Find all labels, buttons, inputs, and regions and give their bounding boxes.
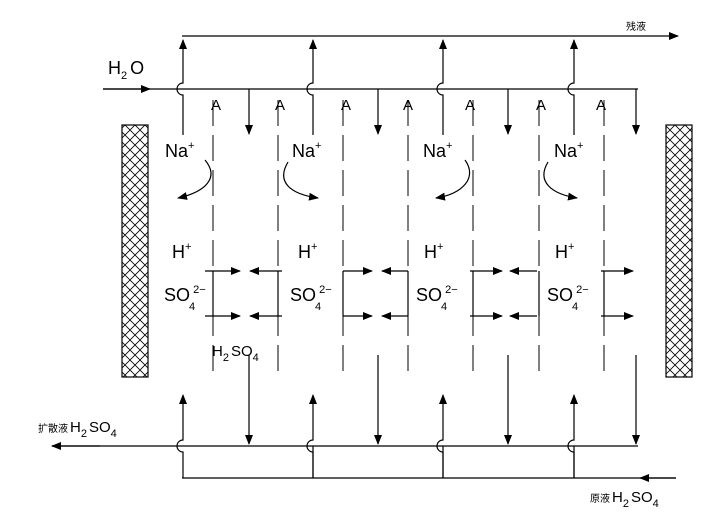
h-charge: + xyxy=(568,241,574,253)
sulfate-subscript: 4 xyxy=(441,301,447,313)
na-arrow-3 xyxy=(435,159,471,201)
membrane-a-label: A xyxy=(341,97,351,114)
na-charge: + xyxy=(315,140,321,152)
sulfate-charge: 2− xyxy=(576,284,589,296)
waste-outflow-arrow xyxy=(567,39,578,135)
na-arrow-4 xyxy=(543,161,578,201)
feed-inflow-arrow xyxy=(567,394,578,478)
sulfate-subscript: 4 xyxy=(189,301,195,313)
left-electrode xyxy=(121,124,149,378)
waste-outflow-arrow xyxy=(436,39,447,135)
waste-outflow-arrow xyxy=(176,39,187,135)
na-arrow-2 xyxy=(283,161,319,201)
h-ion-label: H+ xyxy=(172,241,191,262)
waste-outflow-arrow xyxy=(306,39,317,135)
na-ion-label: Na+ xyxy=(423,140,452,161)
sulfate-charge: 2− xyxy=(445,284,458,296)
na-charge: + xyxy=(446,140,452,152)
feed-inflow-arrow xyxy=(306,394,317,478)
na-ion-label: Na+ xyxy=(165,140,194,161)
feed-inflow-arrow xyxy=(436,394,447,478)
h-charge: + xyxy=(437,241,443,253)
membrane-a-label: A xyxy=(465,97,475,114)
na-ion-label: Na+ xyxy=(292,140,321,161)
sulfate-charge: 2− xyxy=(319,284,332,296)
membrane-a-label: A xyxy=(596,97,606,114)
h-ion-label: H+ xyxy=(555,241,574,262)
h-charge: + xyxy=(311,241,317,253)
sulfate-ion-label: SO42− xyxy=(290,284,332,313)
right-electrode xyxy=(665,124,693,378)
feed-inflow-arrow xyxy=(176,394,187,478)
sulfate-ion-label: SO42− xyxy=(547,284,589,313)
sulfate-ion-label: SO42− xyxy=(164,284,206,313)
membrane-a-label: A xyxy=(536,97,546,114)
na-ion-label: Na+ xyxy=(554,140,583,161)
na-charge: + xyxy=(188,140,194,152)
sulfate-subscript: 4 xyxy=(572,301,578,313)
h-ion-label: H+ xyxy=(424,241,443,262)
membrane-a-label: A xyxy=(275,97,285,114)
sulfate-ion-label: SO42− xyxy=(416,284,458,313)
h-charge: + xyxy=(185,241,191,253)
sulfate-subscript: 4 xyxy=(315,301,321,313)
na-charge: + xyxy=(577,140,583,152)
waste-liquid-label: 残液 xyxy=(626,20,646,33)
sulfate-charge: 2− xyxy=(193,284,206,296)
membrane-a-label: A xyxy=(403,97,413,114)
membrane-a-label: A xyxy=(211,97,221,114)
na-arrow-1 xyxy=(177,159,212,200)
dynamic-layer: A A A A A A A Na+ Na+ Na+ Na+ H+ SO42− H+ SO42− H+ SO42−… xyxy=(164,39,640,478)
h-ion-label: H+ xyxy=(298,241,317,262)
